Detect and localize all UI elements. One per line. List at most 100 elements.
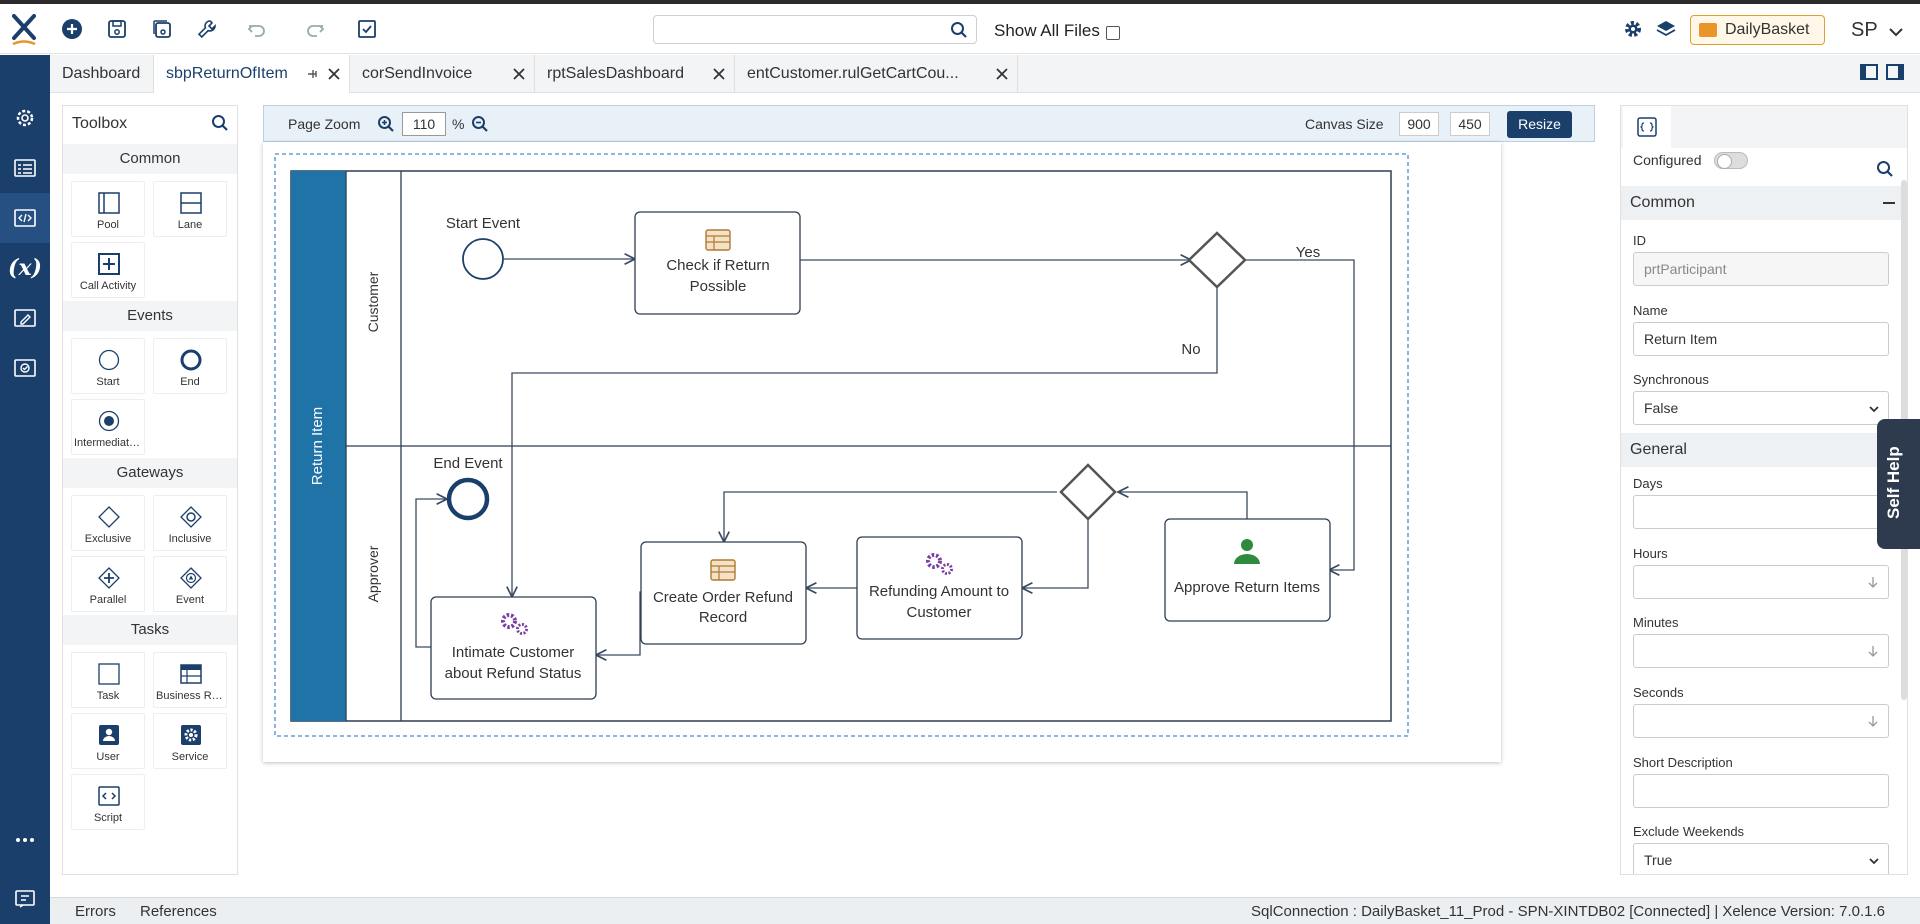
arrow-down-icon[interactable] [1866, 714, 1880, 728]
tool-end-event[interactable]: End [153, 338, 227, 394]
tool-inclusive-gateway[interactable]: Inclusive [153, 495, 227, 551]
arrow-down-icon[interactable] [1866, 575, 1880, 589]
days-field[interactable] [1633, 495, 1889, 529]
nav-settings[interactable] [0, 93, 50, 143]
show-all-files-checkbox[interactable] [1106, 26, 1120, 40]
flow-gateway-to-refunding[interactable] [1022, 519, 1089, 588]
section-general[interactable]: General [1621, 433, 1907, 467]
settings-gear-icon[interactable] [1620, 16, 1646, 42]
nav-tools[interactable] [0, 293, 50, 343]
nav-forms[interactable] [0, 143, 50, 193]
toolbox-section-common[interactable]: Common [63, 144, 237, 174]
add-icon[interactable] [59, 16, 85, 42]
diagram-canvas[interactable]: Return Item Customer Approver Yes No Sta… [263, 142, 1501, 762]
close-icon[interactable] [995, 67, 1009, 81]
close-icon[interactable] [327, 67, 341, 81]
checklist-icon[interactable] [354, 16, 380, 42]
nav-code[interactable] [0, 193, 50, 243]
save-icon[interactable] [104, 16, 130, 42]
synchronous-select[interactable]: False [1633, 391, 1889, 425]
tab-sbpreturnofitem[interactable]: sbpReturnOfItem [154, 55, 350, 93]
nav-variables[interactable]: (x) [0, 243, 50, 293]
zoom-in-icon[interactable] [377, 115, 395, 133]
task-check-if-return-possible[interactable]: Check if Return Possible [634, 211, 801, 315]
tab-dashboard[interactable]: Dashboard [50, 55, 154, 93]
tab-rptsalesdashboard[interactable]: rptSalesDashboard [535, 55, 735, 93]
task-refunding-amount[interactable]: Refunding Amount to Customer [856, 536, 1023, 640]
save-all-icon[interactable] [149, 16, 175, 42]
tool-task[interactable]: Task [71, 652, 145, 708]
tool-start-event[interactable]: Start [71, 338, 145, 394]
tool-call-activity[interactable]: Call Activity [71, 242, 145, 298]
short-description-field[interactable] [1633, 774, 1889, 808]
references-tab[interactable]: References [140, 903, 217, 920]
close-icon[interactable] [512, 67, 526, 81]
tool-pool[interactable]: Pool [71, 181, 145, 237]
toolbox-section-tasks[interactable]: Tasks [63, 615, 237, 645]
end-event[interactable]: End Event [433, 455, 503, 521]
task-create-order-refund-record[interactable]: Create Order Refund Record [640, 541, 807, 645]
tool-service-task[interactable]: Service [153, 713, 227, 769]
start-event[interactable]: Start Event [446, 215, 521, 280]
section-common[interactable]: Common [1621, 186, 1907, 220]
exclude-weekends-select[interactable]: True [1633, 843, 1889, 874]
right-panel-toggle-icon[interactable] [1886, 64, 1904, 80]
collapse-icon[interactable] [1883, 202, 1895, 204]
toolbox-section-gateways[interactable]: Gateways [63, 458, 237, 488]
errors-tab[interactable]: Errors [75, 903, 116, 920]
tab-entcustomer-rulgetcartcount[interactable]: entCustomer.rulGetCartCou... [735, 55, 1018, 93]
global-search[interactable] [653, 15, 977, 44]
minutes-field[interactable] [1633, 634, 1889, 668]
tool-exclusive-gateway[interactable]: Exclusive [71, 495, 145, 551]
seconds-field[interactable] [1633, 704, 1889, 738]
tool-parallel-gateway[interactable]: Parallel [71, 556, 145, 612]
exclusive-gateway-approval[interactable] [1059, 463, 1117, 521]
task-intimate-customer[interactable]: Intimate Customer about Refund Status [430, 596, 597, 700]
layers-icon[interactable] [1653, 16, 1679, 42]
pin-icon[interactable] [305, 67, 319, 81]
user-initials[interactable]: SP [1851, 19, 1878, 41]
tab-properties[interactable] [1623, 106, 1671, 148]
xelence-logo[interactable] [10, 12, 38, 48]
application-selector[interactable]: DailyBasket [1690, 15, 1825, 45]
resize-button[interactable]: Resize [1507, 111, 1572, 138]
global-search-input[interactable] [662, 16, 942, 42]
flow-intimate-to-end[interactable] [415, 499, 447, 648]
close-icon[interactable] [712, 67, 726, 81]
search-icon[interactable] [1876, 160, 1894, 178]
redo-icon[interactable] [302, 16, 328, 42]
wrench-icon[interactable] [194, 16, 220, 42]
pool-header[interactable] [291, 171, 346, 721]
tab-corsendinvoice[interactable]: corSendInvoice [350, 55, 535, 93]
flow-no[interactable] [512, 286, 1218, 597]
hours-field[interactable] [1633, 565, 1889, 599]
tool-intermediate-event[interactable]: Intermediate ... [71, 399, 145, 455]
zoom-out-icon[interactable] [471, 115, 489, 133]
configured-toggle[interactable] [1714, 152, 1748, 169]
flow-yes[interactable] [1245, 259, 1355, 570]
task-approve-return-items[interactable]: Approve Return Items [1164, 518, 1331, 622]
search-icon[interactable] [211, 114, 229, 132]
name-field[interactable]: Return Item [1633, 322, 1889, 356]
tool-lane[interactable]: Lane [153, 181, 227, 237]
toolbox-section-events[interactable]: Events [63, 301, 237, 331]
tool-business-rule[interactable]: Business Rule [153, 652, 227, 708]
tool-event-gateway[interactable]: Event [153, 556, 227, 612]
tool-script-task[interactable]: Script [71, 774, 145, 830]
self-help-button[interactable]: Self Help [1877, 419, 1920, 549]
flow-approve-to-gateway[interactable] [1118, 492, 1248, 519]
tool-user-task[interactable]: User [71, 713, 145, 769]
flow-gateway-to-create[interactable] [724, 491, 1057, 542]
nav-console[interactable] [0, 874, 50, 924]
chevron-down-icon[interactable] [1888, 24, 1904, 40]
bpmn-diagram[interactable]: Return Item Customer Approver Yes No Sta… [263, 142, 1501, 762]
arrow-down-icon[interactable] [1866, 644, 1880, 658]
canvas-width-input[interactable]: 900 [1399, 112, 1439, 136]
canvas-height-input[interactable]: 450 [1450, 112, 1490, 136]
nav-monitor[interactable] [0, 343, 50, 393]
exclusive-gateway-check[interactable] [1187, 231, 1247, 289]
undo-icon[interactable] [244, 16, 270, 42]
search-icon[interactable] [950, 21, 968, 39]
left-panel-toggle-icon[interactable] [1860, 64, 1878, 80]
nav-more[interactable] [0, 815, 50, 865]
